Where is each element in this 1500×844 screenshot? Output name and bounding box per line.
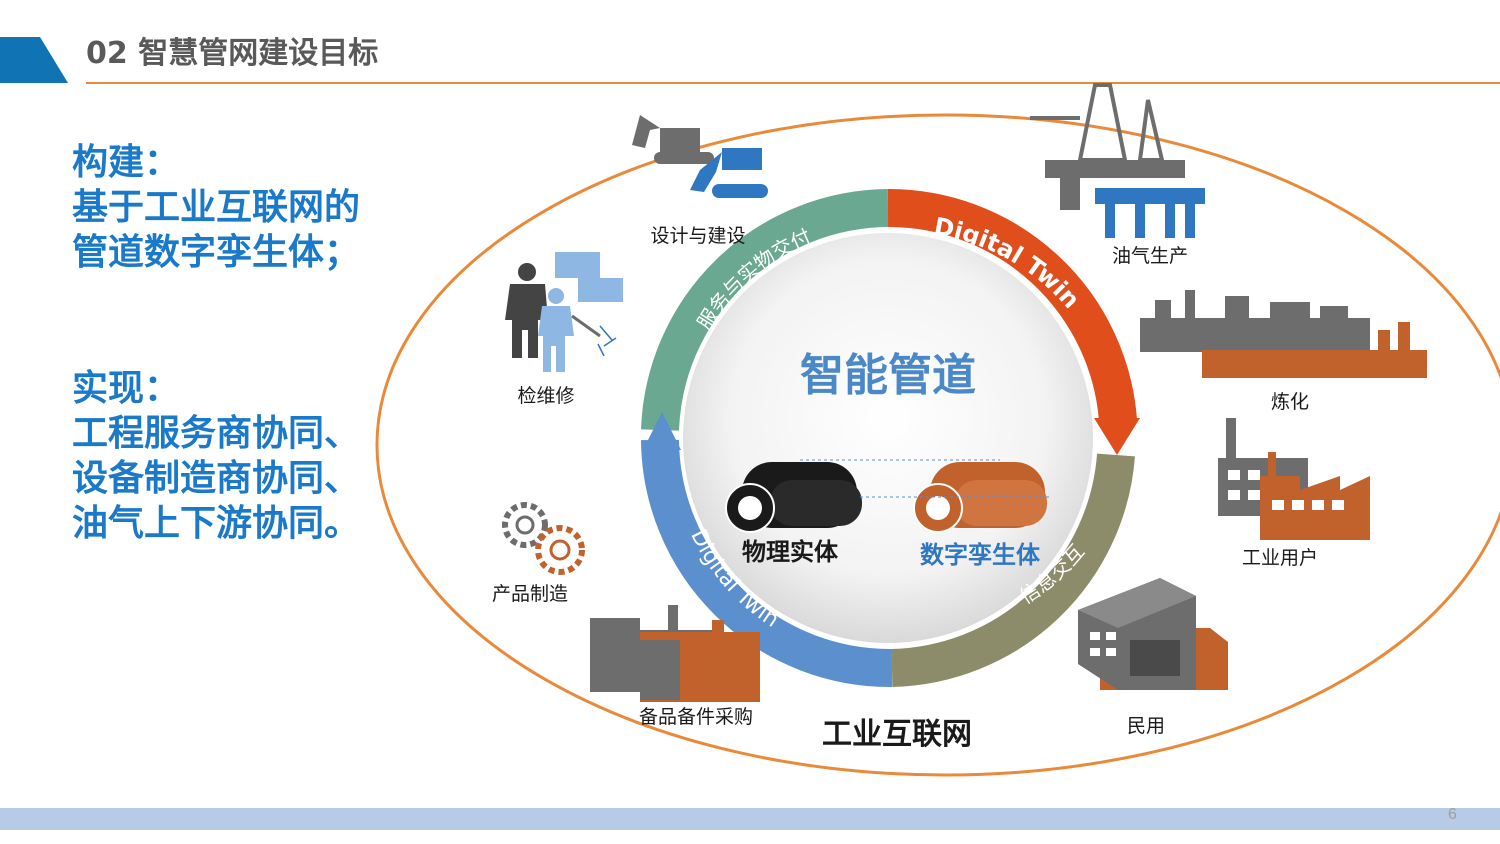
ring-segment-service-delivery <box>641 189 889 431</box>
realize-heading: 实现： <box>72 368 181 409</box>
node-label-product-manufacturing: 产品制造 <box>492 583 568 605</box>
digital-twin-label: 数字孪生体 <box>920 541 1041 569</box>
page-title: 02 智慧管网建设目标 <box>86 36 379 71</box>
node-label-design-construction: 设计与建设 <box>650 225 745 247</box>
pipe-link-lines <box>800 459 1050 498</box>
industrial-internet-ellipse <box>375 113 1500 777</box>
factory-icon <box>1218 418 1370 540</box>
node-label-spare-parts-procurement: 备品备件采购 <box>639 706 753 728</box>
build-line-1: 基于工业互联网的 <box>72 187 361 228</box>
build-heading: 构建： <box>72 142 181 183</box>
node-label-maintenance: 检维修 <box>517 385 574 407</box>
industrial-internet-label: 工业互联网 <box>822 717 972 752</box>
center-title: 智能管道 <box>800 350 976 401</box>
center-circle <box>683 233 1093 643</box>
building-icon <box>1078 578 1228 690</box>
ring-segment-digital-twin-top <box>887 188 1137 422</box>
header-divider <box>86 82 1500 84</box>
build-line-2: 管道数字孪生体； <box>72 232 361 273</box>
gears-icon <box>502 502 585 575</box>
ring-segment-digital-twin-bottom <box>641 439 893 688</box>
page-number: 6 <box>1448 806 1457 823</box>
node-label-industrial-users: 工业用户 <box>1242 547 1318 569</box>
realize-statement: 实现： 工程服务商协同、 设备制造商协同、 油气上下游协同。 <box>72 366 360 546</box>
header-accent-tab <box>0 37 68 83</box>
refinery-icon <box>1140 290 1427 378</box>
node-label-refining: 炼化 <box>1271 391 1309 413</box>
maintenance-workers-icon <box>505 252 623 372</box>
warehouse-icon <box>590 605 760 702</box>
ring-segment-info-exchange <box>891 453 1135 687</box>
arrow-head-blue <box>643 412 681 450</box>
footer-bar <box>0 808 1500 830</box>
digital-pipe-icon <box>913 462 1047 533</box>
realize-line-3: 油气上下游协同。 <box>72 503 361 544</box>
oil-rig-icon <box>1030 83 1205 238</box>
excavator-icon <box>632 115 768 198</box>
physical-pipe-icon <box>725 462 862 533</box>
node-label-oil-gas-production: 油气生产 <box>1112 245 1188 267</box>
realize-line-2: 设备制造商协同、 <box>72 458 361 499</box>
realize-line-1: 工程服务商协同、 <box>72 413 361 454</box>
node-label-civil-use: 民用 <box>1127 715 1165 737</box>
lifecycle-ring <box>641 188 1140 688</box>
arrow-head-red <box>1094 418 1140 455</box>
build-statement: 构建： 基于工业互联网的 管道数字孪生体； <box>72 140 360 275</box>
physical-entity-label: 物理实体 <box>742 538 839 566</box>
